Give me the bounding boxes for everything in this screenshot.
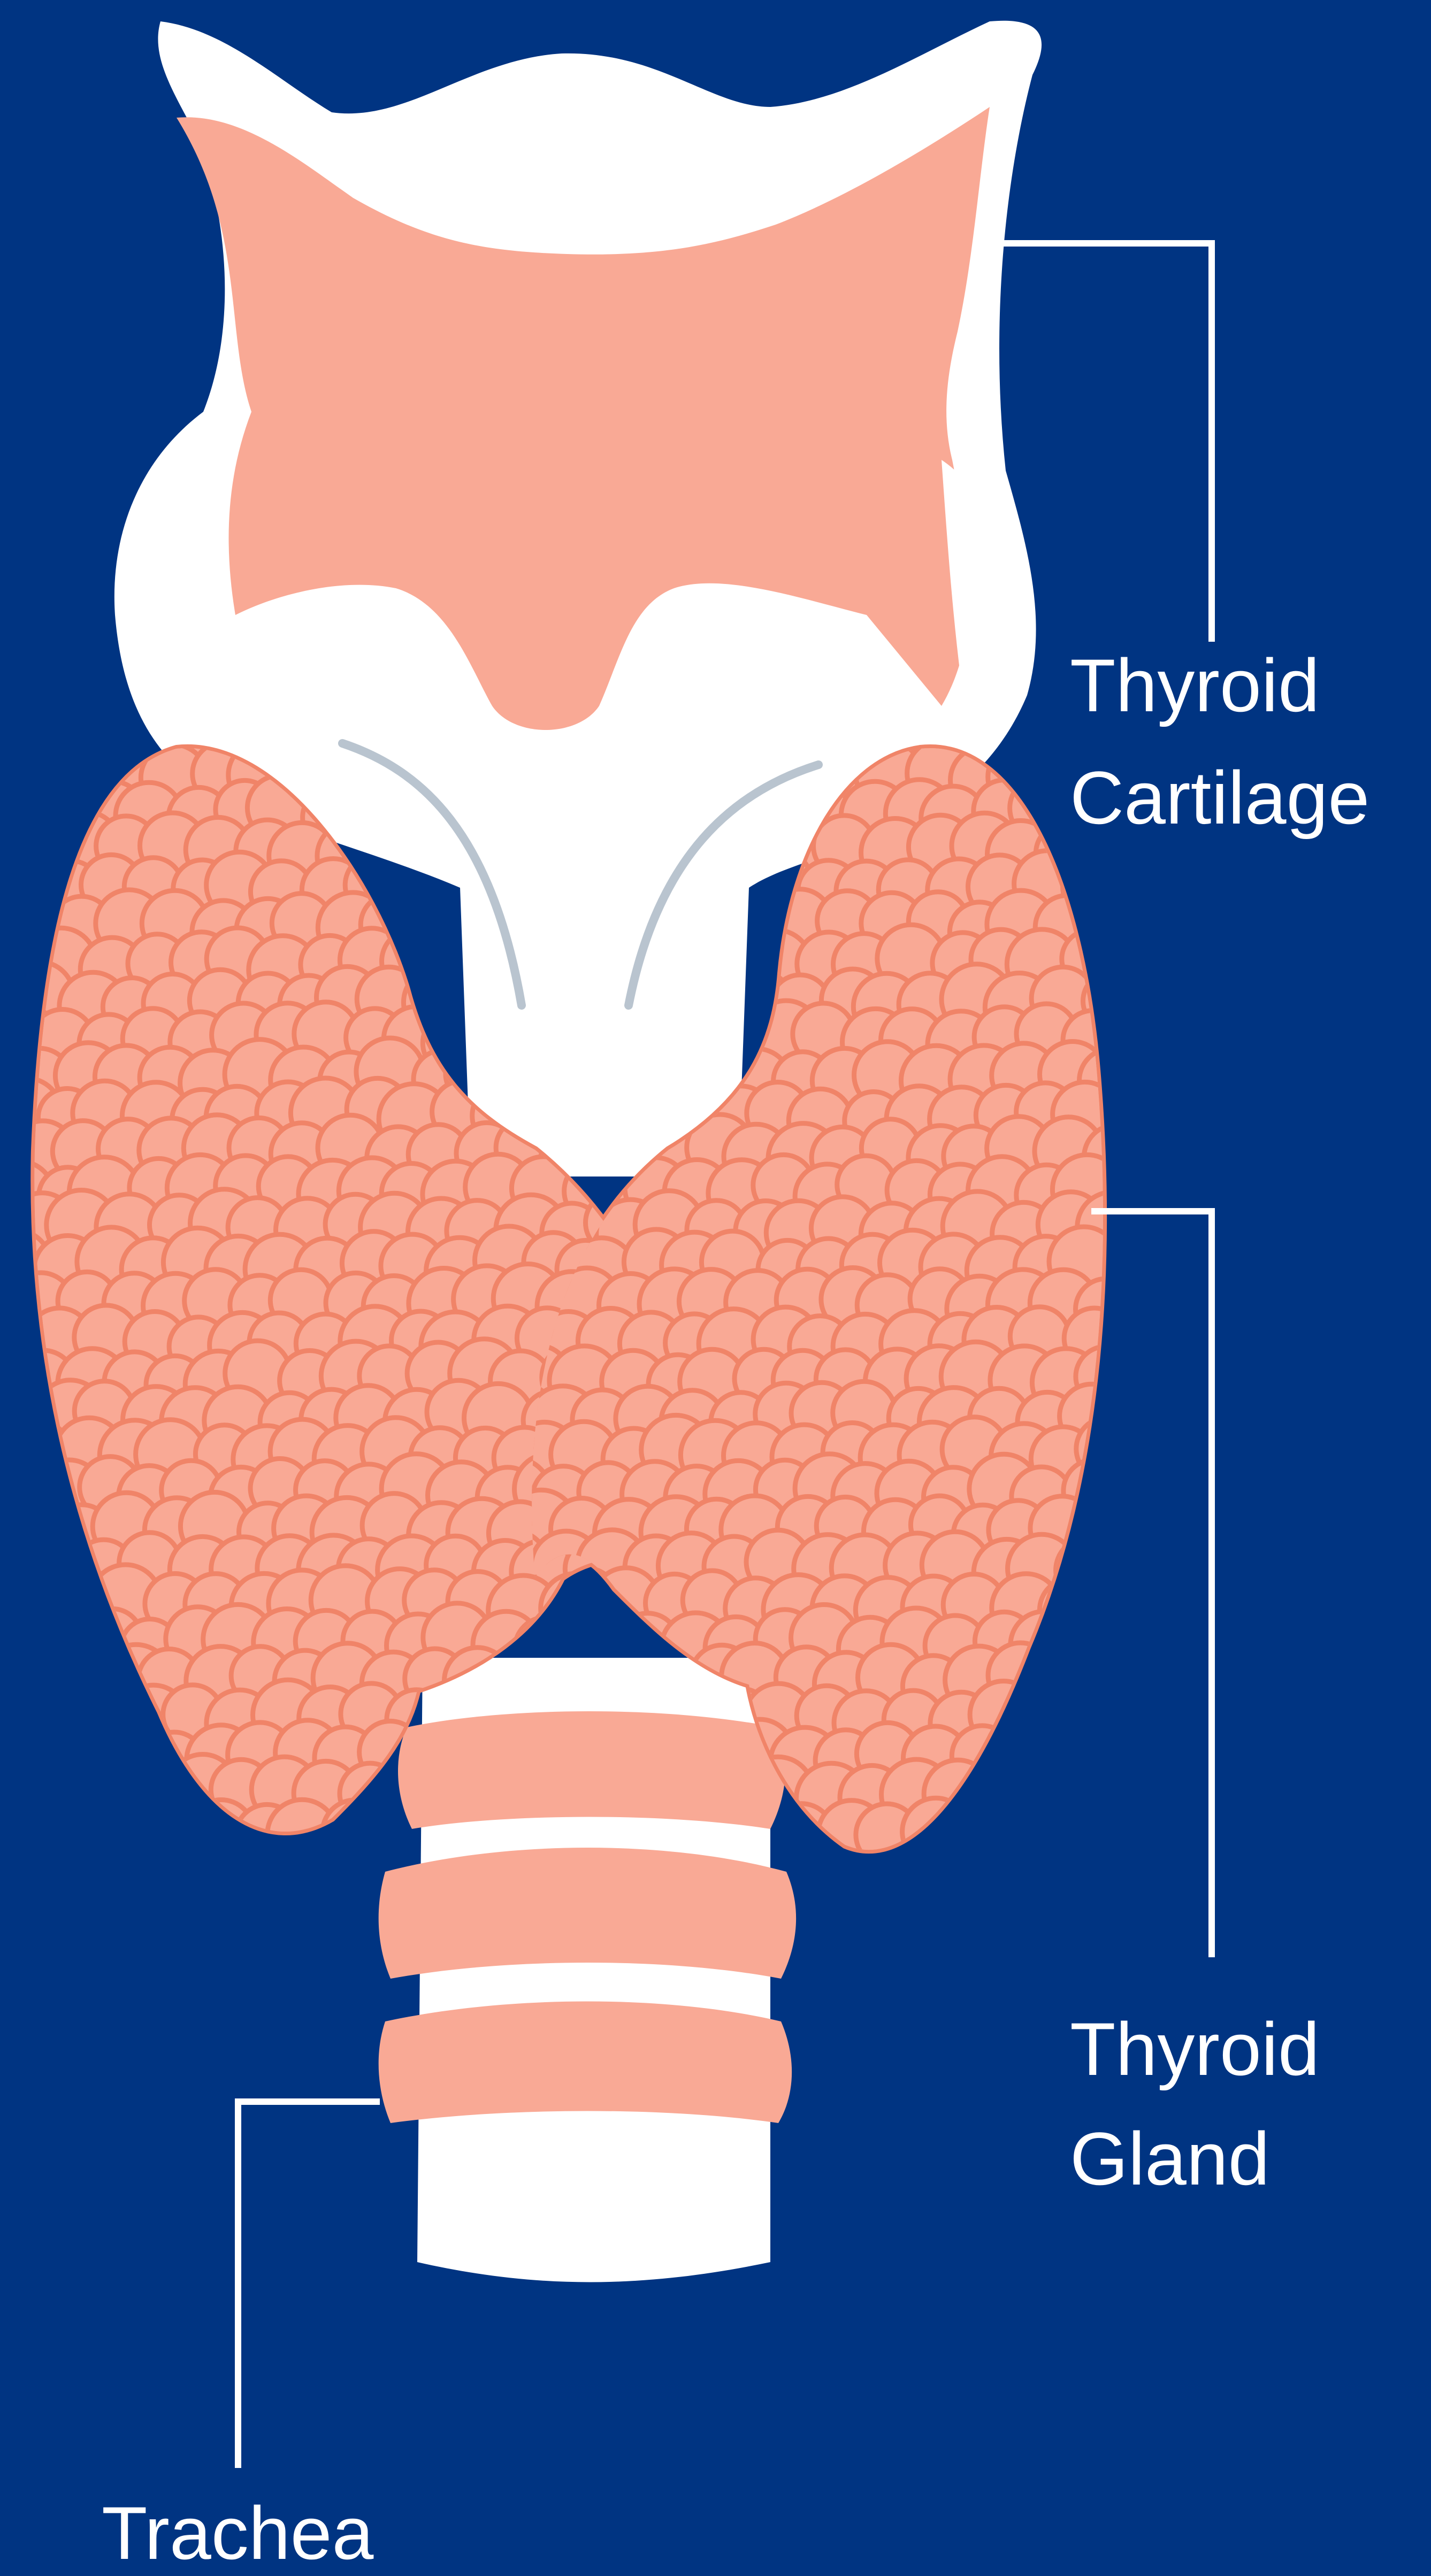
- trachea-ring-1: [398, 1711, 785, 1829]
- trachea-ring-2: [379, 1848, 796, 1979]
- trachea-ring-3: [379, 2002, 792, 2124]
- label-thyroid-gland-line1: Thyroid: [1070, 2007, 1320, 2091]
- label-thyroid-cartilage-line2: Cartilage: [1070, 756, 1369, 840]
- label-thyroid-cartilage-line1: Thyroid: [1070, 643, 1320, 727]
- trachea: [379, 1658, 796, 2282]
- label-trachea-line1: Trachea: [102, 2491, 374, 2575]
- label-trachea: Trachea: [102, 2491, 374, 2575]
- label-thyroid-gland-line2: Gland: [1070, 2117, 1270, 2201]
